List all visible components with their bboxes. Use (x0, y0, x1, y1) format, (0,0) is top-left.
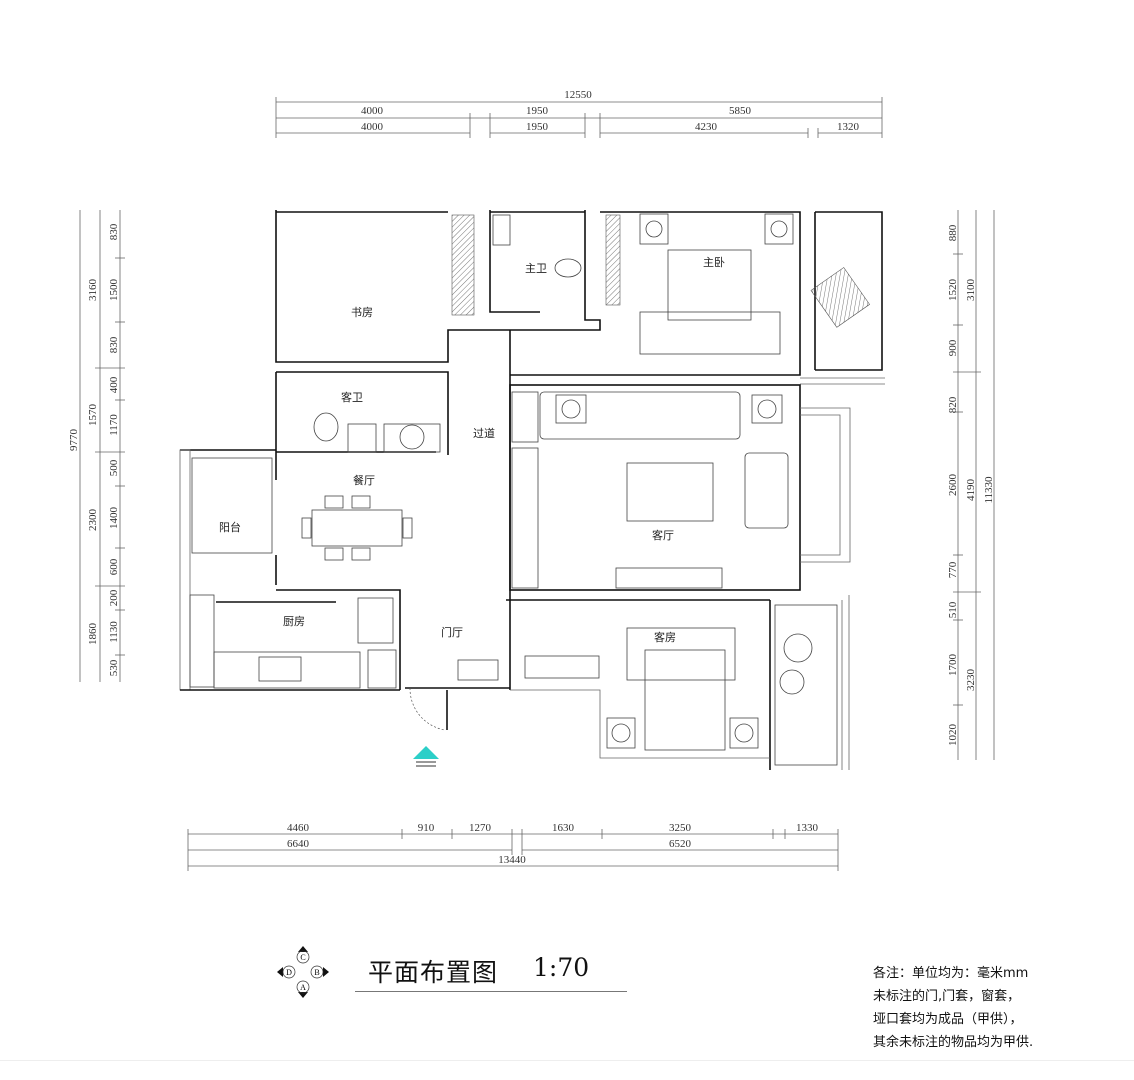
dim-right: 820 (947, 396, 959, 413)
dim-left: 830 (108, 336, 120, 353)
compass-label: D (286, 968, 292, 977)
room-label-study: 书房 (351, 306, 373, 319)
room-label-guest-room: 客房 (654, 630, 676, 644)
dim-top: 1950 (526, 105, 549, 117)
bottom-dimensions: 4460 910 1270 1630 3250 1330 6640 6520 1… (187, 822, 839, 871)
drawing-scale: 1:70 (533, 953, 590, 982)
dim-right: 1020 (947, 724, 959, 747)
dim-right-total: 11330 (983, 476, 995, 504)
dim-left: 600 (108, 558, 120, 575)
dim-top: 1950 (526, 121, 549, 133)
dim-right: 900 (947, 339, 959, 356)
dim-right: 770 (947, 561, 959, 578)
compass-label: A (300, 983, 306, 992)
dim-bottom-total: 13440 (498, 854, 526, 866)
dim-left: 1500 (108, 279, 120, 302)
dim-left: 1130 (108, 621, 120, 643)
dim-top: 4000 (361, 105, 384, 117)
entrance-arrow-icon (413, 746, 439, 767)
dim-left: 200 (108, 589, 120, 606)
compass-label: B (314, 968, 319, 977)
dim-right: 1520 (947, 279, 959, 302)
dim-right: 1700 (947, 654, 959, 677)
compass-icon: C A D B (277, 946, 329, 998)
right-dimensions: 880 1520 900 820 2600 770 510 1700 1020 … (947, 210, 995, 760)
dim-right: 510 (947, 601, 959, 618)
dim-left-total: 9770 (68, 429, 80, 452)
room-label-balcony: 阳台 (219, 520, 241, 534)
dim-bottom: 1630 (552, 822, 575, 834)
dim-bottom: 1270 (469, 822, 492, 834)
dim-top: 1320 (837, 121, 860, 133)
dim-bottom: 6640 (287, 838, 310, 850)
room-label-foyer: 门厅 (441, 625, 463, 639)
notes: 各注：单位均为：毫米mm 未标注的门,门套，窗套， 垭口套均为成品（甲供）， 其… (873, 962, 1033, 1054)
room-label-dining-room: 餐厅 (353, 473, 375, 487)
title-underline (355, 991, 627, 992)
dim-right: 2600 (947, 474, 959, 497)
dim-right: 3230 (965, 669, 977, 692)
dim-top: 5850 (729, 105, 752, 117)
dim-left: 1860 (87, 623, 99, 646)
walls (179, 210, 885, 770)
room-label-guest-bath: 客卫 (341, 390, 363, 404)
dim-bottom: 4460 (287, 822, 310, 834)
dim-bottom: 3250 (669, 822, 692, 834)
divider (0, 1060, 1134, 1061)
top-dimensions: 12550 4000 1950 5850 4000 1950 4230 1320 (275, 89, 883, 138)
dim-bottom: 6520 (669, 838, 692, 850)
dim-left: 530 (108, 659, 120, 676)
note-line: 垭口套均为成品（甲供）， (873, 1012, 1023, 1027)
room-label-master-bath: 主卫 (525, 262, 547, 275)
note-line: 其余未标注的物品均为甲供. (873, 1035, 1034, 1050)
note-line: 未标注的门,门套，窗套， (873, 989, 1021, 1004)
dim-right: 4190 (965, 479, 977, 502)
room-labels: 书房 主卫 主卧 客卫 过道 客厅 餐厅 阳台 厨房 门厅 客房 (219, 256, 725, 644)
dim-left: 3160 (87, 279, 99, 302)
dim-top: 4000 (361, 121, 384, 133)
left-dimensions: 9770 3160 1570 2300 1860 830 1500 830 40… (68, 210, 125, 682)
dim-top-total: 12550 (564, 89, 592, 101)
dim-left: 400 (108, 376, 120, 393)
dim-left: 1170 (108, 414, 120, 436)
room-label-kitchen: 厨房 (283, 615, 305, 628)
dim-bottom: 910 (418, 822, 435, 834)
room-label-living-room: 客厅 (652, 528, 674, 542)
dim-left: 1570 (87, 404, 99, 427)
dim-right: 3100 (965, 279, 977, 302)
note-line: 各注：单位均为：毫米mm (873, 966, 1029, 981)
dim-right: 880 (947, 224, 959, 241)
compass-label: C (300, 953, 305, 962)
drawing-title: 平面布置图 (368, 958, 499, 987)
room-label-corridor: 过道 (473, 426, 495, 440)
dim-left: 1400 (108, 507, 120, 530)
room-label-master-bedroom: 主卧 (703, 256, 725, 269)
dim-left: 830 (108, 223, 120, 240)
dim-left: 2300 (87, 509, 99, 532)
dim-left: 500 (108, 459, 120, 476)
dim-top: 4230 (695, 121, 718, 133)
dim-bottom: 1330 (796, 822, 819, 834)
